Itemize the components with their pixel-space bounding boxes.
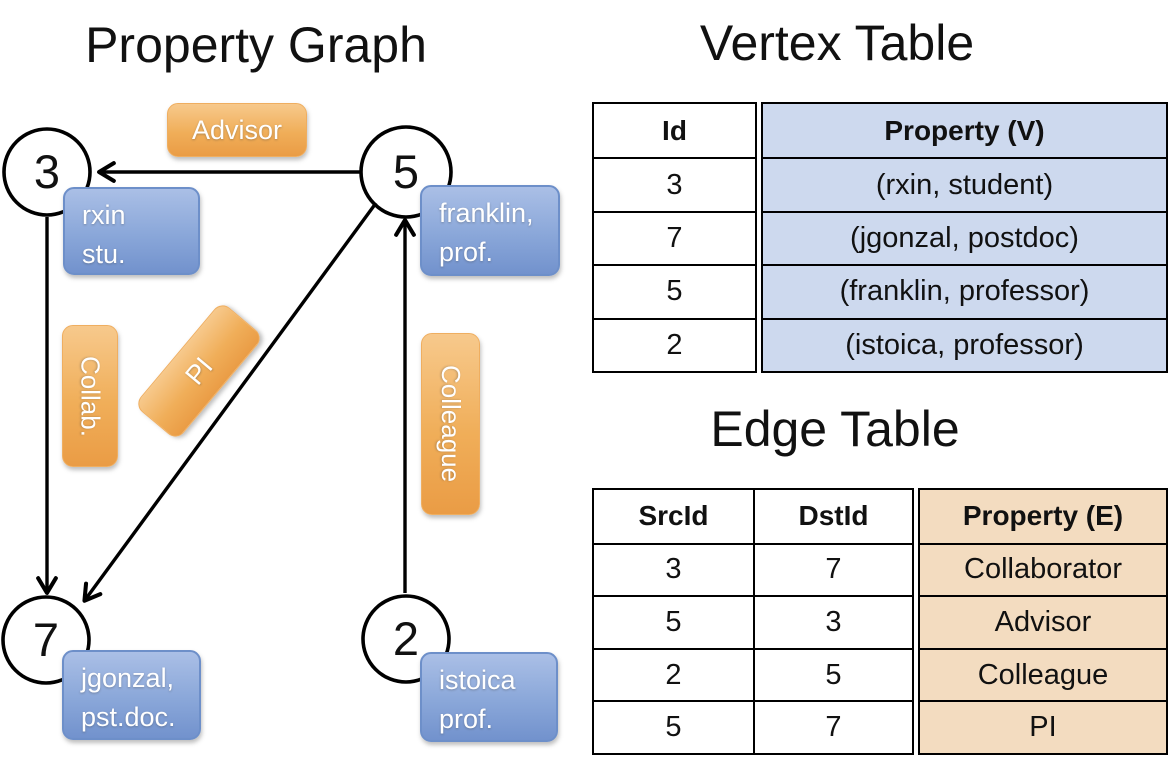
edge-table-id-columns: SrcId DstId 3 7 5 3 2 5 5 7 [592, 488, 914, 755]
edge-table-title: Edge Table [710, 401, 960, 457]
node-id-2: 2 [392, 612, 420, 665]
edge-arrow-5-to-7 [82, 201, 378, 603]
vertex-table-header-property: Property (V) [884, 114, 1045, 146]
vertex-property-box-5: franklin, prof. [420, 185, 560, 276]
vertex-property-cell: (rxin, student) [763, 157, 1166, 210]
vertex-table-header-id: Id [662, 114, 687, 146]
vertex-id-cell: 3 [594, 157, 755, 210]
edge-property-cell: PI [920, 700, 1166, 753]
edge-table-header-srcid: SrcId [638, 500, 709, 532]
vertex-table: Id 3 7 5 2 Property (V) (rxin, student) … [592, 102, 1168, 373]
vertex-property-line: rxin [82, 200, 126, 230]
vertex-table-id-column: Id 3 7 5 2 [592, 102, 757, 373]
vertex-id-cell: 5 [594, 264, 755, 317]
vertex-property-line: prof. [439, 237, 494, 268]
edge-srcid-cell: 2 [594, 647, 753, 701]
edge-table: SrcId DstId 3 7 5 3 2 5 5 7 Property (E)… [592, 488, 1168, 755]
vertex-property-line: stu. [82, 239, 126, 270]
vertex-property-box-7: jgonzal, pst.doc. [62, 650, 201, 740]
vertex-property-line: franklin, [439, 198, 534, 228]
edge-property-cell: Collaborator [920, 542, 1166, 596]
vertex-property-box-2: istoica prof. [420, 652, 558, 742]
edge-property-cell: Advisor [920, 595, 1166, 648]
edge-dstid-cell: 7 [753, 542, 912, 596]
edge-label-advisor-text: Advisor [191, 114, 283, 145]
edge-table-header-dstid: DstId [753, 490, 912, 543]
vertex-property-line: pst.doc. [81, 702, 176, 733]
edge-label-colleague: Colleague [421, 333, 480, 515]
edge-label-colleague-text: Colleague [436, 365, 466, 483]
node-id-7: 7 [32, 613, 60, 666]
edge-srcid-cell: 5 [594, 595, 753, 648]
edge-label-advisor: Advisor [167, 103, 307, 157]
vertex-property-cell: (franklin, professor) [763, 264, 1166, 317]
vertex-property-line: istoica [439, 665, 516, 695]
edge-label-collab: Collab. [62, 325, 118, 467]
edge-dstid-cell: 5 [753, 647, 912, 701]
vertex-table-title: Vertex Table [699, 15, 975, 71]
edge-property-cell: Colleague [920, 647, 1166, 701]
edge-dstid-cell: 3 [753, 595, 912, 648]
edge-label-pi-text: PI [178, 351, 219, 391]
edge-table-header-property: Property (E) [962, 500, 1124, 532]
property-graph-title: Property Graph [85, 17, 427, 73]
vertex-id-cell: 7 [594, 210, 755, 264]
edge-srcid-cell: 3 [594, 542, 753, 596]
edge-label-collab-text: Collab. [75, 355, 106, 437]
edge-srcid-cell: 5 [594, 700, 753, 753]
edge-dstid-cell: 7 [753, 700, 912, 753]
edge-table-property-column: Property (E) Collaborator Advisor Collea… [918, 488, 1168, 755]
vertex-property-cell: (istoica, professor) [763, 317, 1166, 371]
vertex-property-box-3: rxin stu. [63, 187, 200, 275]
vertex-table-property-column: Property (V) (rxin, student) (jgonzal, p… [761, 102, 1168, 373]
vertex-property-cell: (jgonzal, postdoc) [763, 210, 1166, 264]
vertex-property-line: jgonzal, [81, 663, 175, 693]
vertex-id-cell: 2 [594, 317, 755, 371]
node-id-5: 5 [392, 145, 420, 198]
vertex-property-line: prof. [439, 704, 494, 735]
node-id-3: 3 [33, 145, 61, 198]
